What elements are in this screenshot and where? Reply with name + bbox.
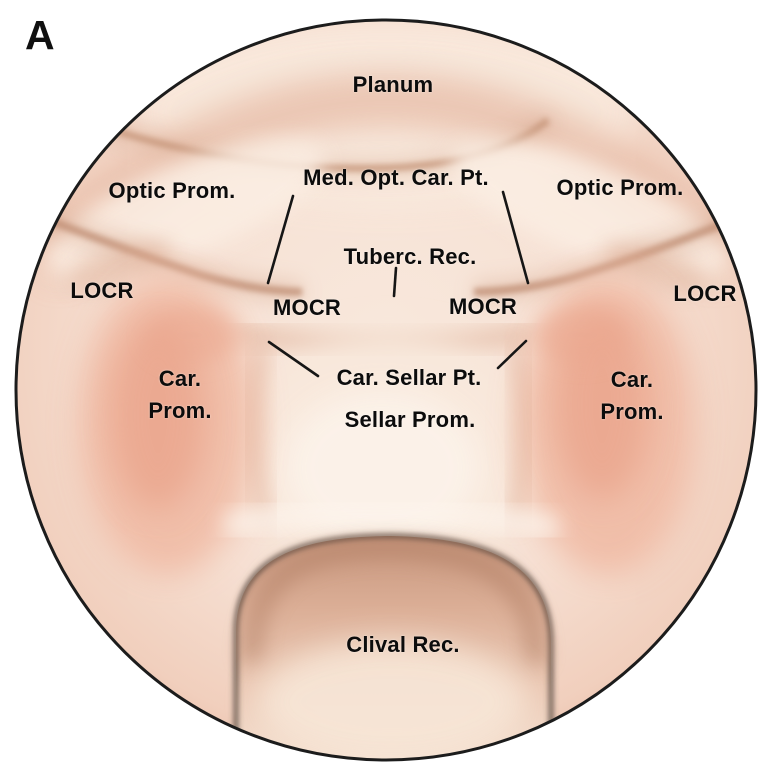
clival-inner-shadow bbox=[243, 538, 545, 665]
label-clival-rec: Clival Rec. bbox=[346, 632, 460, 658]
locr-dimple-left bbox=[67, 240, 173, 290]
locr-dimple-right bbox=[602, 242, 708, 292]
label-sellar-prom: Sellar Prom. bbox=[344, 407, 476, 433]
panel-letter: A bbox=[25, 12, 55, 58]
label-locr-right: LOCR bbox=[673, 281, 737, 307]
label-car-prom-left: Car. Prom. bbox=[148, 363, 211, 427]
leader-car-sellar-pt-right bbox=[496, 339, 528, 370]
clival-recess-rim bbox=[234, 533, 553, 760]
supracarotid-crease-left bbox=[16, 204, 303, 296]
label-car-prom-right-line1: Car. bbox=[610, 367, 654, 393]
carotid-blush-left-upper bbox=[147, 307, 237, 363]
label-locr-left: LOCR bbox=[70, 278, 134, 304]
label-car-prom-right: Car. Prom. bbox=[600, 364, 663, 428]
supracarotid-crease-right bbox=[473, 208, 754, 296]
parasellar-groove-left bbox=[246, 343, 275, 527]
label-planum: Planum bbox=[352, 72, 434, 98]
label-car-prom-right-line2: Prom. bbox=[600, 399, 664, 424]
clival-inner-highlight bbox=[257, 640, 527, 760]
leader-tuberc-rec bbox=[392, 266, 398, 298]
label-optic-prom-right: Optic Prom. bbox=[556, 175, 684, 201]
label-mocr-right: MOCR bbox=[448, 294, 518, 320]
carotid-blush-left bbox=[110, 320, 206, 510]
label-med-opt-car-pt: Med. Opt. Car. Pt. bbox=[303, 165, 489, 191]
label-car-prom-left-line1: Car. bbox=[158, 366, 202, 392]
label-mocr-left: MOCR bbox=[272, 295, 342, 321]
parasellar-groove-right bbox=[505, 343, 532, 527]
leader-med-opt-car-pt-right bbox=[501, 190, 530, 285]
label-tuberc-rec: Tuberc. Rec. bbox=[343, 244, 477, 270]
label-car-sellar-pt: Car. Sellar Pt. bbox=[336, 365, 482, 391]
label-optic-prom-left: Optic Prom. bbox=[108, 178, 236, 204]
preclival-highlight bbox=[223, 501, 560, 539]
endoscope-circle-outline bbox=[14, 18, 758, 762]
label-car-prom-left-line2: Prom. bbox=[148, 398, 212, 423]
carotid-blush-right-upper bbox=[537, 307, 627, 363]
leader-med-opt-car-pt-left bbox=[266, 194, 295, 285]
anatomy-shading bbox=[16, 20, 756, 760]
leader-lines bbox=[266, 190, 530, 378]
leader-car-sellar-pt-left bbox=[267, 340, 320, 378]
